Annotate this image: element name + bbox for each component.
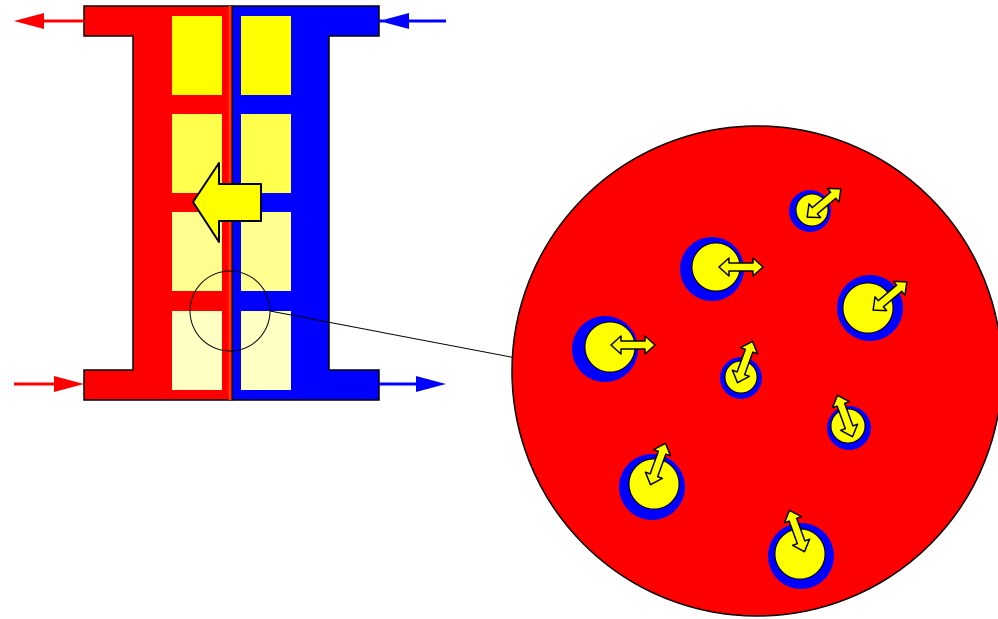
particle: [768, 506, 834, 589]
zoom-view: [511, 125, 998, 617]
hot-inlet-arrow: [14, 376, 84, 392]
particle: [720, 337, 762, 399]
heat-cells: [172, 16, 291, 390]
cell-hot-1: [172, 16, 222, 95]
particle: [827, 391, 871, 450]
heat-flow-arrow-icon: [192, 162, 262, 243]
particle: [789, 181, 848, 232]
particle: [680, 237, 764, 301]
particle: [572, 316, 656, 382]
cell-cold-4: [241, 311, 291, 390]
cold-outlet-arrow: [379, 376, 446, 392]
cell-cold-2: [241, 114, 291, 193]
particle: [837, 274, 914, 341]
cell-hot-4: [172, 311, 222, 390]
flow-arrows: [14, 13, 446, 392]
particle: [619, 439, 685, 520]
cold-inlet-arrow: [379, 13, 446, 29]
zoom-connector-line: [269, 310, 517, 359]
heat-exchanger: [83, 5, 380, 401]
cell-cold-3: [241, 212, 291, 291]
hot-outlet-arrow: [14, 13, 84, 29]
cell-cold-1: [241, 16, 291, 95]
